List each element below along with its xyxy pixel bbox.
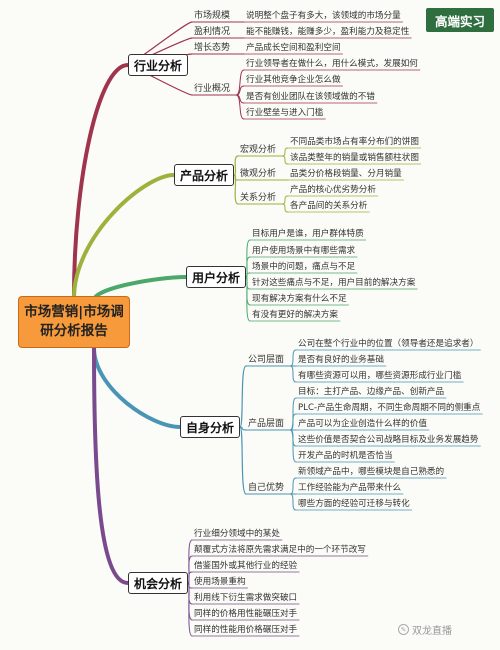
leaf-item[interactable]: 这些价值是否契合公司战略目标及业务发展趋势 (298, 435, 479, 445)
leaf-connector (245, 276, 251, 322)
sub-topic[interactable]: 微观分析 (240, 169, 277, 179)
leaf-connector (235, 94, 245, 120)
leaf-item[interactable]: 能不能赚钱，能赚多少，盈利能力及稳定性 (246, 27, 410, 37)
branch-curve (72, 63, 130, 298)
leaf-item[interactable]: 目标用户是谁，用户群体特质 (252, 229, 364, 239)
leaf-connector (289, 365, 297, 383)
leaf-item[interactable]: 有哪些资源可以用，哪些资源形成行业门槛 (298, 371, 462, 381)
leaf-item[interactable]: 是否有创业团队在该领域做的不错 (246, 92, 375, 102)
sub-topic[interactable]: 自己优势 (248, 483, 285, 493)
sub-topic[interactable]: 公司层面 (248, 355, 285, 365)
sub-topic[interactable]: 行业概况 (194, 84, 231, 94)
leaf-connector (289, 413, 297, 431)
leaf-connector (281, 195, 289, 205)
branch-industry-analysis[interactable]: 行业分析 (128, 54, 188, 76)
leaf-item[interactable]: 是否有良好的业务基础 (298, 355, 384, 365)
leaf-item[interactable]: 借鉴国外或其他行业的经验 (194, 561, 298, 571)
branch-curve (92, 346, 130, 585)
branch-user-analysis[interactable]: 用户分析 (186, 266, 246, 288)
leaf-connector (187, 582, 193, 637)
leaf-item[interactable]: 工作经验能为产品带来什么 (298, 483, 402, 493)
leaf-connector (289, 477, 297, 495)
branch-product-analysis[interactable]: 产品分析 (174, 164, 234, 186)
leaf-item[interactable]: 新领域产品中，哪些模块是自己熟悉的 (298, 467, 445, 477)
sub-connector (239, 365, 247, 428)
sub-topic[interactable]: 盈利情况 (194, 27, 231, 37)
leaf-connector (281, 155, 289, 165)
sub-topic[interactable]: 增长态势 (194, 43, 231, 53)
watermark-label: 双龙直播 (412, 626, 452, 637)
leaf-item[interactable]: 哪些方面的经验可迁移与转化 (298, 499, 410, 509)
branch-self-analysis[interactable]: 自身分析 (180, 416, 240, 438)
leaf-item[interactable]: 行业壁垒与进入门槛 (246, 108, 324, 118)
sub-connector (239, 426, 247, 495)
sub-topic[interactable]: 宏观分析 (240, 145, 277, 155)
sub-connector (233, 155, 239, 176)
branch-curve (92, 346, 182, 429)
leaf-item[interactable]: 产品成长空间和盈利空间 (246, 43, 341, 53)
leaf-item[interactable]: 各产品间的关系分析 (290, 201, 368, 211)
leaf-item[interactable]: 公司在整个行业中的位置（领导者还是追求者） (298, 339, 479, 349)
leaf-item[interactable]: 产品可以为企业创造什么样的价值 (298, 419, 427, 429)
leaf-item[interactable]: 不同品类市场占有率分布们的饼图 (290, 137, 419, 147)
leaf-connector (281, 203, 289, 213)
leaf-item[interactable]: PLC-产品生命周期，不同生命周期不同的侧重点 (298, 403, 481, 413)
leaf-item[interactable]: 说明整个盘子有多大，该领域的市场分量 (246, 11, 401, 21)
leaf-item[interactable]: 有没有更好的解决方案 (252, 310, 338, 320)
leaf-item[interactable]: 行业细分领域中的某处 (194, 529, 280, 539)
leaf-item[interactable]: 颠覆式方法将原先需求满足中的一个环节改写 (194, 545, 366, 555)
leaf-item[interactable]: 针对这些痛点与不足，用户目前的解决方案 (252, 278, 416, 288)
brand-badge: 高端实习 (426, 8, 494, 32)
leaf-item[interactable]: 品类分价格段销量、分月销量 (290, 169, 402, 179)
leaf-item[interactable]: 目标：主打产品、边缘产品、创新产品 (298, 387, 445, 397)
branch-opportunity-analysis[interactable]: 机会分析 (128, 572, 188, 594)
leaf-connector (289, 349, 297, 367)
leaf-item[interactable]: 行业其他竞争企业怎么做 (246, 75, 341, 85)
leaf-connector (281, 147, 289, 157)
root-node[interactable]: 市场营销|市场调研分析报告 (18, 296, 130, 348)
branch-curve (72, 173, 176, 300)
leaf-connector (289, 493, 297, 511)
leaf-item[interactable]: 产品的核心优劣势分析 (290, 185, 376, 195)
watermark-icon: ✎ (398, 624, 409, 635)
sub-connector (233, 174, 239, 205)
sub-topic[interactable]: 产品层面 (248, 419, 285, 429)
leaf-item[interactable]: 场景中的问题，痛点与不足 (252, 262, 356, 272)
sub-topic[interactable]: 市场规模 (194, 11, 231, 21)
leaf-item[interactable]: 现有解决方案有什么不足 (252, 294, 347, 304)
leaf-item[interactable]: 同样的价格用性能碾压对手 (194, 609, 298, 619)
leaf-item[interactable]: 同样的性能用价格碾压对手 (194, 625, 298, 635)
leaf-connector (289, 429, 297, 463)
leaf-item[interactable]: 行业领导者在做什么，用什么模式，发展如何 (246, 59, 418, 69)
leaf-item[interactable]: 开发产品的时机是否恰当 (298, 451, 393, 461)
leaf-item[interactable]: 利用线下衍生需求做突破口 (194, 593, 298, 603)
leaf-item[interactable]: 使用场景重构 (194, 577, 246, 587)
leaf-item[interactable]: 该品类整年的销量或销售额柱状图 (290, 153, 419, 163)
watermark: ✎ 双龙直播 (398, 622, 452, 637)
sub-topic[interactable]: 关系分析 (240, 193, 277, 203)
leaf-item[interactable]: 用户使用场景中有哪些需求 (252, 246, 356, 256)
